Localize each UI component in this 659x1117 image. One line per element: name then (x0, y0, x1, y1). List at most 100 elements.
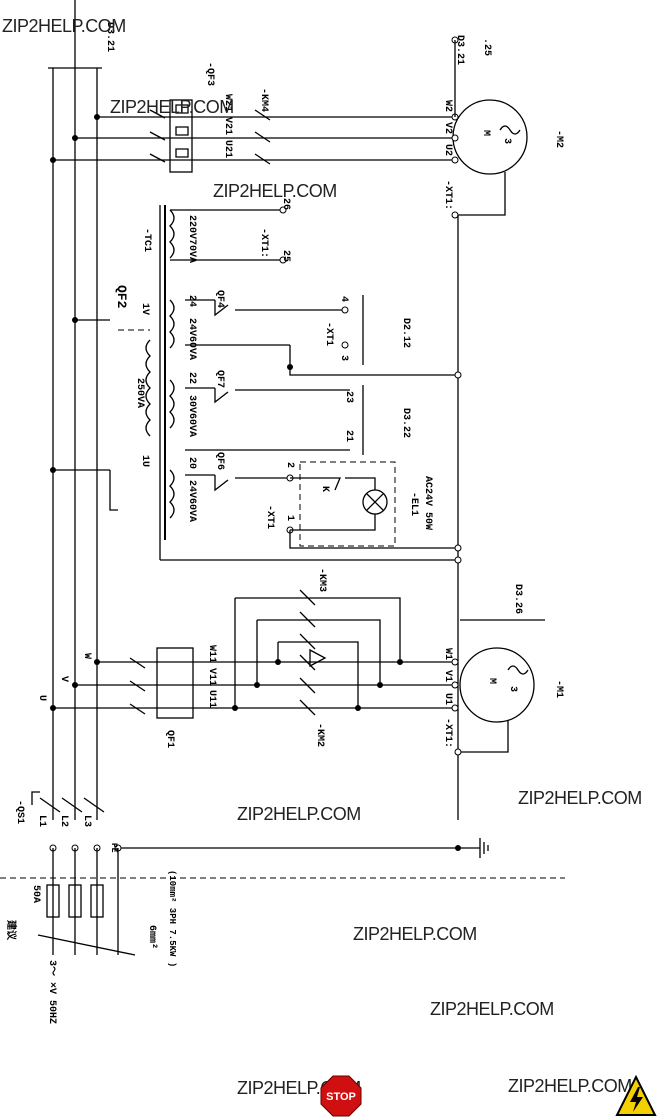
label: 24V60VA (186, 318, 197, 360)
label: L1 (36, 815, 47, 827)
tc1-220v-wires (170, 209, 280, 261)
label: 20 (186, 457, 197, 469)
el1-bus-link (289, 530, 458, 549)
label: -M1 (553, 680, 564, 698)
cable-slash (37, 934, 136, 956)
label: 3 (338, 355, 349, 361)
terminal (454, 544, 462, 552)
label: QF6 (214, 452, 225, 470)
label: -KM2 (314, 723, 325, 747)
terminal (451, 156, 459, 164)
watermark-text: ZIP2HELP.COM (237, 804, 361, 824)
terminal (341, 306, 349, 314)
label: U (36, 695, 47, 701)
label: 4 (338, 296, 349, 302)
watermark-text: ZIP2HELP.COM (430, 999, 554, 1019)
label: -KM4 (258, 88, 269, 112)
label: 220V70VA (186, 215, 197, 263)
qf4-circuit (185, 299, 345, 317)
label: K (319, 486, 330, 492)
label: M (486, 678, 497, 684)
label: -QF3 (204, 62, 215, 86)
junction-dot (275, 659, 281, 665)
label: 23 (343, 391, 354, 403)
label: D3.22 (400, 408, 411, 438)
label: QF4 (214, 290, 225, 308)
label: 6mm² (146, 925, 157, 949)
junction-dot (94, 659, 100, 665)
label: -XT1 (323, 322, 334, 346)
label: -XT1 (264, 505, 275, 529)
qf3-thermal (175, 104, 189, 158)
label: (10mm² 3PH 7.5KW ) (167, 870, 177, 967)
terminal (451, 681, 459, 689)
label: -XT1: (442, 180, 453, 210)
qf2-switch (109, 470, 118, 511)
stop-sign-icon: STOP (320, 1075, 362, 1117)
junction-dot (254, 682, 260, 688)
m2-pe-wire (455, 172, 506, 216)
label: AC24V 50W (422, 476, 433, 530)
label: W2 (442, 100, 453, 112)
ac-wave-icon (499, 125, 521, 135)
label: 1U (139, 455, 150, 467)
label: D3.21 (104, 22, 115, 52)
label: W1 (442, 648, 453, 660)
label: .25 (481, 38, 492, 56)
label: QF1 (164, 730, 175, 748)
qf7-circuit (185, 387, 350, 404)
label: L2 (58, 815, 69, 827)
junction-dot (355, 705, 361, 711)
label: W11 (206, 645, 217, 663)
label: PE (109, 843, 118, 853)
label: 22 (186, 372, 197, 384)
label: W21 (222, 94, 233, 112)
label: 26 (280, 198, 291, 210)
km-contacts (299, 589, 316, 716)
label: D3.21 (454, 35, 465, 65)
qf1-breaker-body (156, 647, 194, 719)
label: 24 (186, 295, 197, 307)
terminal (451, 211, 459, 219)
junction-dot (94, 114, 100, 120)
high-voltage-warning-icon (615, 1075, 657, 1116)
junction-dot (72, 317, 78, 323)
label: 3 (507, 686, 518, 692)
junction-dot (232, 705, 238, 711)
label: QF2 (114, 285, 129, 309)
label: V21 (222, 117, 233, 135)
label: W (81, 653, 92, 659)
label: V1 (442, 670, 453, 682)
label: V (58, 676, 69, 682)
label: 250VA (134, 378, 145, 408)
km-cross-wires (234, 598, 279, 708)
motor-m1-icon (459, 647, 535, 723)
label: 3～ ×V 50HZ (46, 960, 57, 1024)
label: 1V (139, 303, 150, 315)
qs1-switch (31, 791, 105, 813)
label: 50A (30, 885, 41, 903)
label: -TC1 (141, 228, 152, 252)
label: V11 (206, 668, 217, 686)
terminal (451, 134, 459, 142)
km3-wire-1 (235, 597, 401, 662)
coil-24v-b (169, 469, 175, 519)
junction-dot (72, 682, 78, 688)
watermark-text: ZIP2HELP.COM (213, 181, 337, 201)
terminal (341, 341, 349, 349)
qf1-contacts (129, 657, 146, 715)
watermark-text: ZIP2HELP.COM (508, 1076, 632, 1096)
label: L3 (81, 815, 92, 827)
label: 2 (284, 462, 295, 468)
label: QF7 (214, 370, 225, 388)
junction-dot (50, 467, 56, 473)
label: -KM3 (316, 568, 327, 592)
label: V2 (442, 122, 453, 134)
qf3-contacts (149, 109, 166, 163)
qf6-circuit (185, 474, 290, 492)
coil-220v (169, 209, 175, 259)
label: U1 (442, 693, 453, 705)
label: M (480, 130, 491, 136)
terminal (451, 658, 459, 666)
